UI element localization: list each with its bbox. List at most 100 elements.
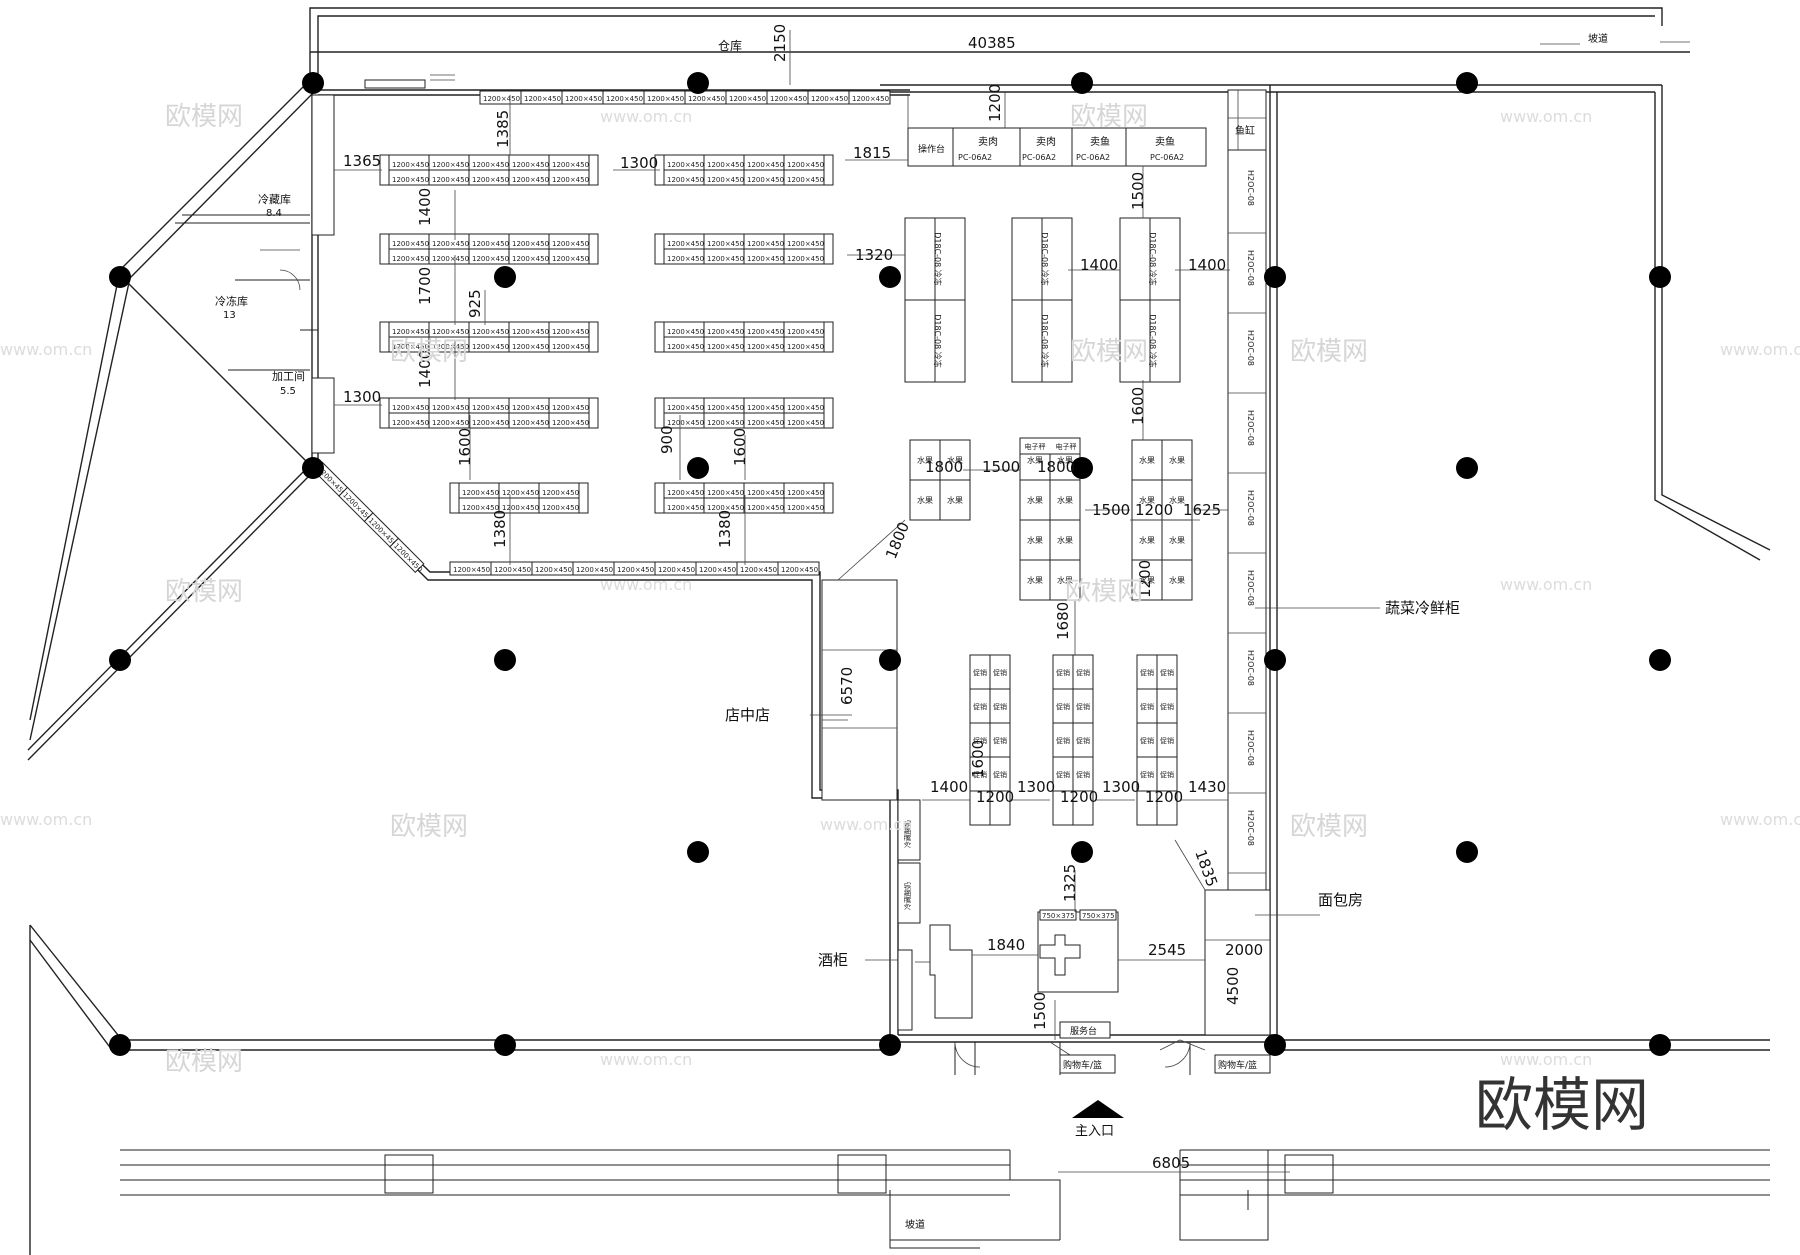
svg-text:促销: 促销 — [1056, 668, 1070, 677]
svg-text:1320: 1320 — [855, 246, 893, 264]
watermark-url: www.om.cn — [600, 107, 692, 126]
svg-text:电子秤: 电子秤 — [1056, 442, 1077, 451]
svg-text:水果: 水果 — [1169, 495, 1185, 505]
cold-storage-label: 冷藏库 — [258, 193, 291, 206]
shelf-size: 1200×450 — [552, 343, 589, 351]
svg-text:1365: 1365 — [343, 152, 381, 170]
svg-text:1800: 1800 — [1037, 458, 1075, 476]
watermark-url: www.om.cn — [0, 810, 92, 829]
shelf-size: 1200×450 — [502, 504, 539, 512]
shelf-size: 1200×450 — [552, 404, 589, 412]
fish-label-2: 卖鱼 — [1155, 135, 1175, 148]
shelf-size: 1200×450 — [483, 95, 520, 103]
column — [494, 266, 516, 288]
fish-counter-2 — [1125, 127, 1207, 167]
shelf-size: 1200×450 — [667, 504, 704, 512]
svg-text:1200: 1200 — [1060, 788, 1098, 806]
shelf-size: 1200×450 — [747, 504, 784, 512]
shelf-size: 1200×450 — [462, 489, 499, 497]
shelf-size: 1200×450 — [542, 504, 579, 512]
column — [1071, 72, 1093, 94]
shelf-size: 1200×450 — [535, 566, 572, 574]
shelf-size: 1200×450 — [667, 404, 704, 412]
meat-counter-1 — [952, 127, 1021, 167]
shelf-size: 1200×450 — [787, 328, 824, 336]
svg-text:2000: 2000 — [1225, 941, 1263, 959]
svg-text:促销: 促销 — [1160, 770, 1174, 779]
svg-text:水果: 水果 — [947, 455, 963, 465]
operation-table — [907, 127, 954, 167]
svg-text:水果: 水果 — [1139, 535, 1155, 545]
svg-text:促销: 促销 — [1076, 770, 1090, 779]
shelf-size: 1200×450 — [707, 419, 744, 427]
shelf-size: 1200×450 — [658, 566, 695, 574]
shelf-size: 1200×450 — [552, 161, 589, 169]
column — [109, 266, 131, 288]
svg-text:1600: 1600 — [1129, 387, 1147, 425]
column — [1264, 1034, 1286, 1056]
svg-text:促销: 促销 — [1160, 702, 1174, 711]
svg-text:促销: 促销 — [993, 702, 1007, 711]
freezer-room-label: 冷冻库 — [215, 294, 248, 308]
watermark-url: www.om.cn — [1500, 575, 1592, 594]
column — [1649, 266, 1671, 288]
cart-area-1 — [1059, 1054, 1116, 1074]
svg-text:6570: 6570 — [838, 667, 856, 705]
svg-text:PC-06A2: PC-06A2 — [1022, 153, 1056, 162]
column — [1456, 457, 1478, 479]
watermark-url: www.om.cn — [1500, 107, 1592, 126]
column — [1456, 841, 1478, 863]
svg-text:促销: 促销 — [1160, 736, 1174, 745]
watermark-url: www.om.cn — [1500, 1050, 1592, 1069]
shelf-size: 1200×450 — [432, 404, 469, 412]
svg-text:1300: 1300 — [620, 154, 658, 172]
shelf-size: 1200×450 — [512, 404, 549, 412]
svg-text:促销: 促销 — [973, 702, 987, 711]
svg-text:PC-06A2: PC-06A2 — [1076, 153, 1110, 162]
shelf-size: 1200×450 — [747, 328, 784, 336]
shelf-size: 1200×450 — [699, 566, 736, 574]
svg-text:1430: 1430 — [1188, 778, 1226, 796]
svg-text:促销: 促销 — [1140, 702, 1154, 711]
svg-text:1400: 1400 — [930, 778, 968, 796]
svg-text:促销: 促销 — [993, 736, 1007, 745]
watermark-url: www.om.cn — [0, 340, 92, 359]
watermark: 欧模网 — [165, 102, 243, 132]
shelf-size: 1200×450 — [552, 240, 589, 248]
main-entrance-label: 主入口 — [1075, 1124, 1114, 1139]
svg-text:水果: 水果 — [1057, 535, 1073, 545]
shelf-size: 1200×450 — [747, 240, 784, 248]
shelf-size: 1200×450 — [787, 161, 824, 169]
svg-text:促销: 促销 — [1076, 668, 1090, 677]
shelf-size: 1200×450 — [781, 566, 818, 574]
shelf-size: 1200×450 — [542, 489, 579, 497]
watermark-url: www.om.cn — [820, 815, 912, 834]
shop-in-shop — [821, 579, 898, 801]
shelf-size: 1200×450 — [787, 240, 824, 248]
svg-text:1300: 1300 — [343, 388, 381, 406]
shelf-size: 1200×450 — [472, 419, 509, 427]
shelf-size: 1200×450 — [392, 240, 429, 248]
shelf-size: 1200×450 — [787, 419, 824, 427]
shelf-size: 1200×450 — [462, 504, 499, 512]
shelf-size: 1200×450 — [565, 95, 602, 103]
shelf-size: 1200×450 — [787, 504, 824, 512]
cart-label-1: 购物车/篮 — [1063, 1059, 1102, 1071]
shelf-size: 1200×450 — [432, 176, 469, 184]
svg-text:1500: 1500 — [1129, 172, 1147, 210]
dimension-lines — [309, 30, 1690, 1173]
shelf-size: 1200×450 — [472, 343, 509, 351]
svg-text:1840: 1840 — [987, 936, 1025, 954]
svg-text:1200: 1200 — [976, 788, 1014, 806]
column — [302, 72, 324, 94]
shelf-size: 1200×450 — [432, 419, 469, 427]
bakery-room — [1204, 889, 1271, 1036]
svg-text:D18C-08 冷冻: D18C-08 冷冻 — [1148, 232, 1158, 286]
shelf-size: 1200×450 — [472, 176, 509, 184]
shelf-size: 1200×450 — [512, 328, 549, 336]
cart-label-2: 购物车/篮 — [1218, 1059, 1257, 1071]
